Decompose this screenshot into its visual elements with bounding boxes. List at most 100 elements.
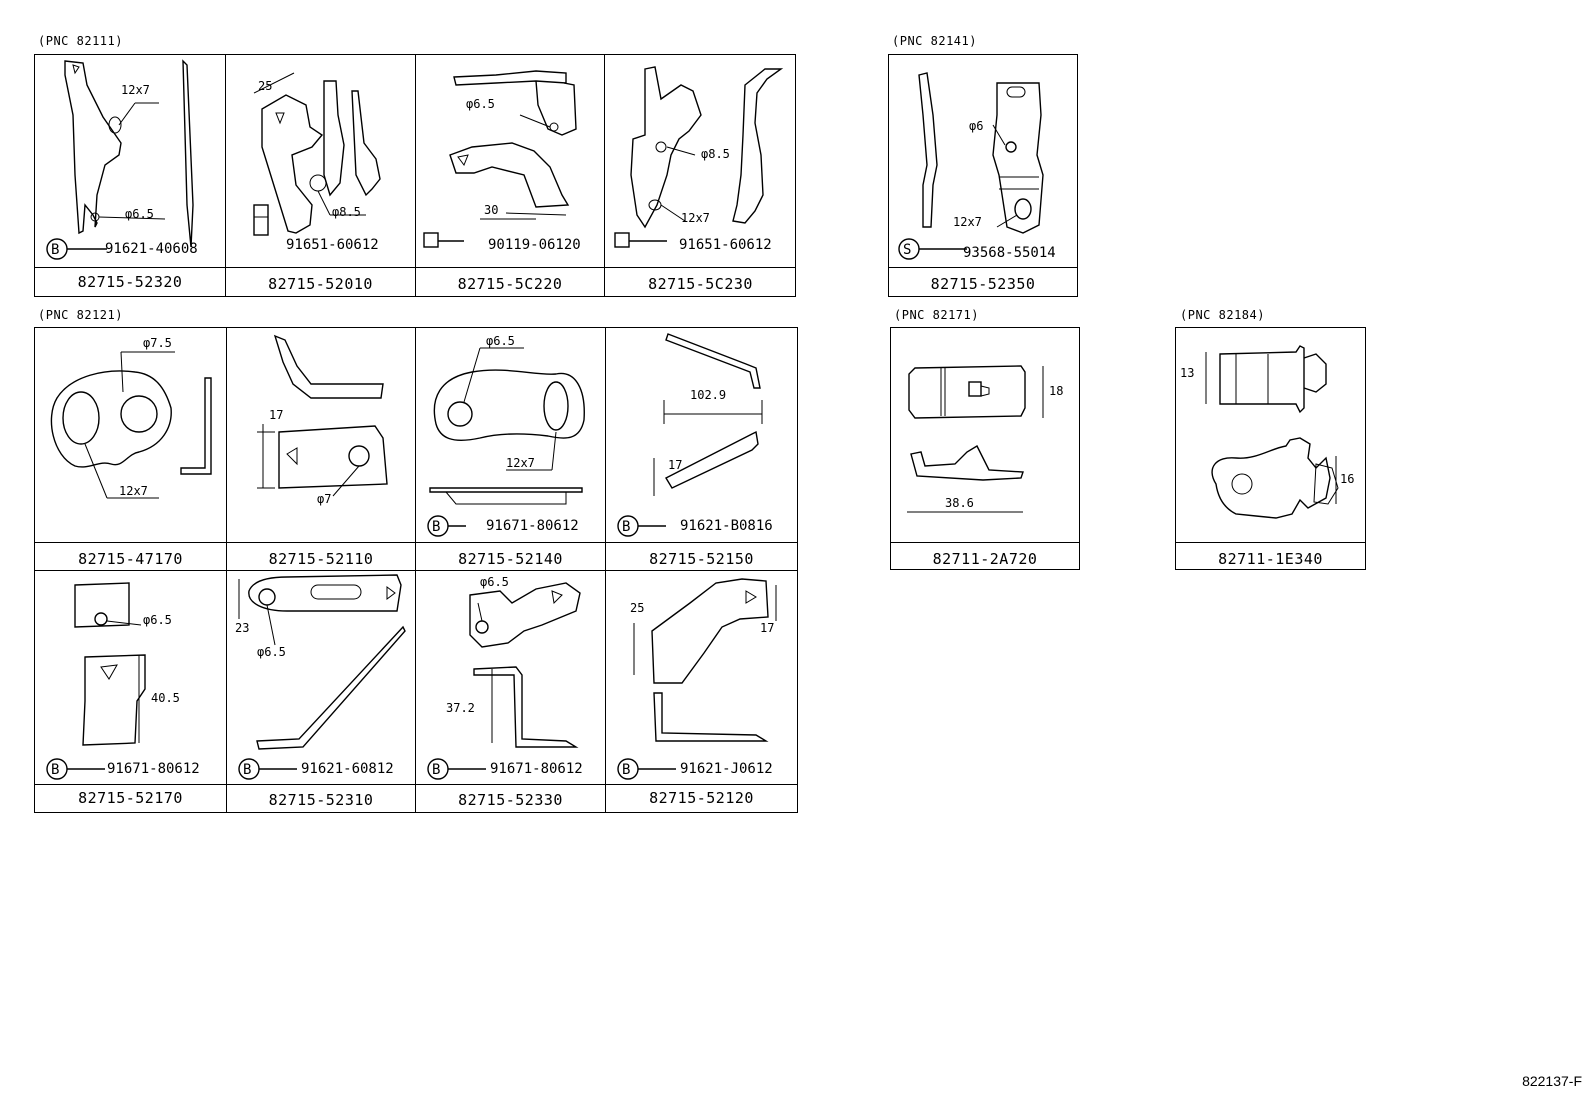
dimension-label: 17 — [760, 621, 775, 635]
dimension-label: 25 — [630, 601, 645, 615]
bracket-drawing — [238, 574, 406, 750]
dimension-label: 18 — [1049, 384, 1064, 398]
part-cell[interactable]: φ7.5 12x7 82715-47170 — [35, 328, 226, 570]
dimension-label: φ6.5 — [466, 97, 495, 111]
part-cell[interactable]: φ6 12x7 S 93568-55014 82715-52350 — [889, 55, 1077, 296]
svg-text:B: B — [432, 762, 440, 778]
part-cell[interactable]: 17 φ7 82715-52110 — [227, 328, 415, 570]
dimension-label: 12x7 — [681, 211, 710, 225]
part-number[interactable]: 82711-2A720 — [932, 550, 1038, 568]
dimension-label: φ6.5 — [125, 207, 154, 221]
part-number[interactable]: 82715-52310 — [268, 791, 374, 809]
bolt-part-number[interactable]: 91621-B0816 — [680, 518, 773, 534]
svg-text:B: B — [622, 519, 630, 535]
part-number[interactable]: 82715-52350 — [930, 275, 1036, 293]
dimension-label: 102.9 — [690, 388, 727, 402]
bolt-part-number[interactable]: 91651-60612 — [679, 237, 772, 253]
part-number[interactable]: 82715-52120 — [649, 789, 754, 807]
dimension-label: 12x7 — [119, 484, 148, 498]
bracket-drawing — [614, 66, 784, 248]
dimension-label: φ8.5 — [701, 147, 730, 161]
bracket-drawing — [469, 582, 581, 748]
part-cell[interactable]: 25 φ8.5 91651-60612 82715-52010 — [226, 55, 415, 296]
bolt-part-number[interactable]: 91651-60612 — [286, 237, 379, 253]
pnc-label-82121: (PNC 82121) — [38, 308, 123, 322]
dimension-label: 30 — [484, 203, 499, 217]
part-cell[interactable]: φ6.5 37.2 B 91671-80612 82715-52330 — [416, 571, 605, 813]
bolt-symbol-b-icon: B — [617, 758, 676, 780]
part-cell[interactable]: 25 17 B 91621-J0612 82715-52120 — [606, 571, 797, 813]
dimension-label: φ6.5 — [486, 334, 515, 348]
bracket-drawing — [423, 70, 577, 248]
bracket-drawing — [64, 59, 194, 248]
bolt-symbol-s-icon: S — [898, 238, 967, 260]
part-number[interactable]: 82715-52320 — [77, 273, 183, 291]
svg-text:B: B — [432, 519, 440, 535]
bolt-symbol-b-icon: B — [46, 758, 105, 780]
bolt-part-number[interactable]: 90119-06120 — [488, 237, 581, 253]
dimension-label: 23 — [235, 621, 250, 635]
svg-text:B: B — [51, 242, 59, 258]
svg-text:B: B — [243, 762, 251, 778]
svg-text:B: B — [51, 762, 59, 778]
bolt-symbol-b-icon: B — [238, 758, 297, 780]
group-82184: 13 16 82711-1E340 — [1175, 327, 1366, 570]
part-cell[interactable]: φ6.5 40.5 B 91671-80612 82715-52170 — [35, 571, 226, 813]
group-82141: φ6 12x7 S 93568-55014 82715-52350 — [888, 54, 1078, 297]
dimension-label: 13 — [1180, 366, 1195, 380]
pnc-label-82111: (PNC 82111) — [38, 34, 123, 48]
part-number[interactable]: 82715-52330 — [458, 791, 563, 809]
dimension-label: φ6.5 — [480, 575, 509, 589]
dimension-label: φ8.5 — [332, 205, 361, 219]
part-number[interactable]: 82711-1E340 — [1218, 550, 1323, 568]
part-cell[interactable]: 23 φ6.5 B 91621-60812 82715-52310 — [227, 571, 415, 813]
part-cell[interactable]: 102.9 17 B 91621-B0816 82715-52150 — [606, 328, 797, 570]
dimension-label: 40.5 — [151, 691, 180, 705]
part-cell[interactable]: 18 38.6 82711-2A720 — [891, 328, 1079, 569]
bolt-part-number[interactable]: 91621-J0612 — [680, 761, 773, 777]
part-cell[interactable]: φ6.5 30 90119-06120 82715-5C220 — [416, 55, 604, 296]
bracket-drawing — [429, 347, 585, 505]
bolt-symbol-b-icon: B — [427, 515, 466, 537]
dimension-label: 25 — [258, 79, 273, 93]
part-number[interactable]: 82715-52150 — [649, 550, 754, 568]
bolt-part-number[interactable]: 91621-40608 — [105, 241, 198, 257]
dimension-label: 38.6 — [945, 496, 974, 510]
dimension-label: 37.2 — [446, 701, 475, 715]
bracket-drawing — [74, 582, 146, 746]
part-number[interactable]: 82715-5C220 — [457, 275, 563, 293]
clip-drawing — [1205, 345, 1339, 519]
dimension-label: 17 — [269, 408, 284, 422]
dimension-label: 16 — [1340, 472, 1355, 486]
bracket-drawing — [253, 72, 381, 236]
dimension-label: φ7 — [317, 492, 332, 506]
bolt-part-number[interactable]: 93568-55014 — [963, 245, 1056, 261]
group-82121: φ7.5 12x7 82715-47170 17 φ7 82715-52110 — [34, 327, 798, 813]
part-cell[interactable]: 12x7 φ6.5 B 91621-40608 82715-52320 — [35, 55, 225, 296]
pnc-label-82184: (PNC 82184) — [1180, 308, 1265, 322]
part-number[interactable]: 82715-5C230 — [648, 275, 753, 293]
part-cell[interactable]: φ6.5 12x7 B 91671-80612 82715-52140 — [416, 328, 605, 570]
bolt-part-number[interactable]: 91671-80612 — [486, 518, 579, 534]
part-cell[interactable]: 13 16 82711-1E340 — [1176, 328, 1365, 569]
bracket-drawing — [633, 578, 777, 742]
bolt-part-number[interactable]: 91671-80612 — [107, 761, 200, 777]
bracket-drawing — [653, 333, 763, 496]
part-number[interactable]: 82715-52170 — [78, 789, 183, 807]
bracket-drawing — [918, 72, 1044, 234]
bolt-symbol-b-icon: B — [617, 515, 666, 537]
dimension-label: φ6.5 — [257, 645, 286, 659]
dimension-label: 12x7 — [121, 83, 150, 97]
part-cell[interactable]: φ8.5 12x7 91651-60612 82715-5C230 — [605, 55, 796, 296]
bolt-part-number[interactable]: 91671-80612 — [490, 761, 583, 777]
dimension-label: φ6.5 — [143, 613, 172, 627]
pnc-label-82171: (PNC 82171) — [894, 308, 979, 322]
figure-code: 822137-F — [1522, 1073, 1582, 1089]
dimension-label: φ6 — [969, 119, 984, 133]
part-number[interactable]: 82715-47170 — [78, 550, 183, 568]
part-number[interactable]: 82715-52140 — [458, 550, 563, 568]
part-number[interactable]: 82715-52010 — [268, 275, 373, 293]
bolt-part-number[interactable]: 91621-60812 — [301, 761, 394, 777]
part-number[interactable]: 82715-52110 — [268, 550, 374, 568]
svg-text:B: B — [622, 762, 630, 778]
